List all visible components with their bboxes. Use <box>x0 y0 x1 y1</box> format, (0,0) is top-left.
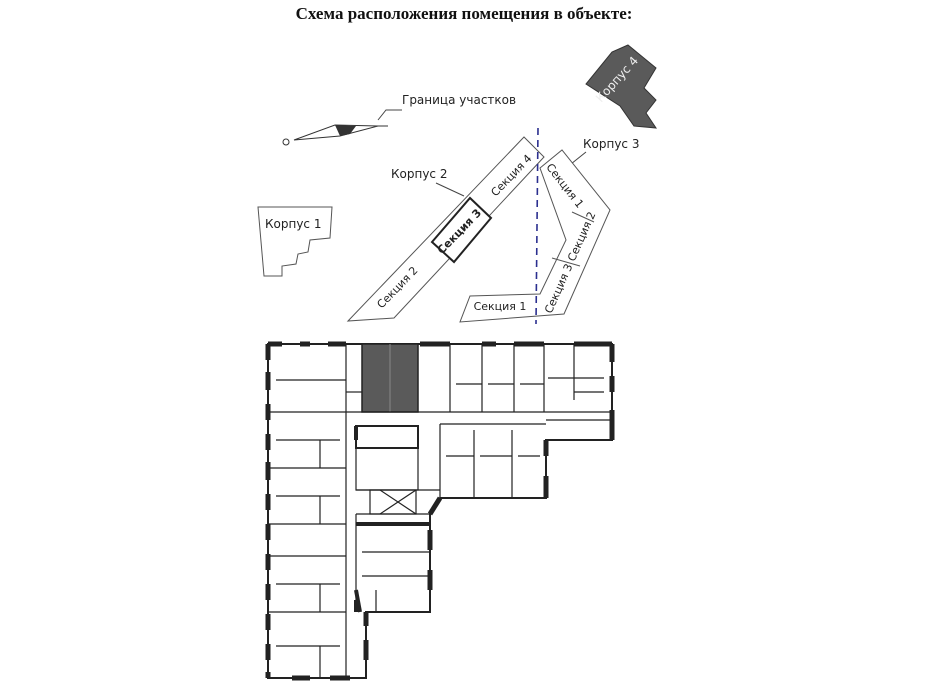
building-2-section-3-highlight <box>430 196 493 264</box>
plot-boundary-line <box>535 127 539 325</box>
boundary-label: Граница участков <box>402 93 516 107</box>
building-3-shape <box>459 149 611 323</box>
building-3-label: Корпус 3 <box>583 137 639 151</box>
building-4-shape <box>585 44 657 129</box>
building-3-section-1b-label: Секция 1 <box>474 300 527 313</box>
boundary-leader-line <box>377 109 402 121</box>
building-3-divider <box>551 257 581 267</box>
building-2-leader-line <box>435 182 465 197</box>
building-2-label: Корпус 2 <box>391 167 447 181</box>
building-1-label: Корпус 1 <box>265 217 321 231</box>
building-3-divider <box>571 211 595 223</box>
floor-plan <box>265 341 615 681</box>
page-title: Схема расположения помещения в объекте: <box>295 4 633 23</box>
building-1-shape <box>257 206 333 277</box>
north-arrow-icon <box>282 124 388 146</box>
